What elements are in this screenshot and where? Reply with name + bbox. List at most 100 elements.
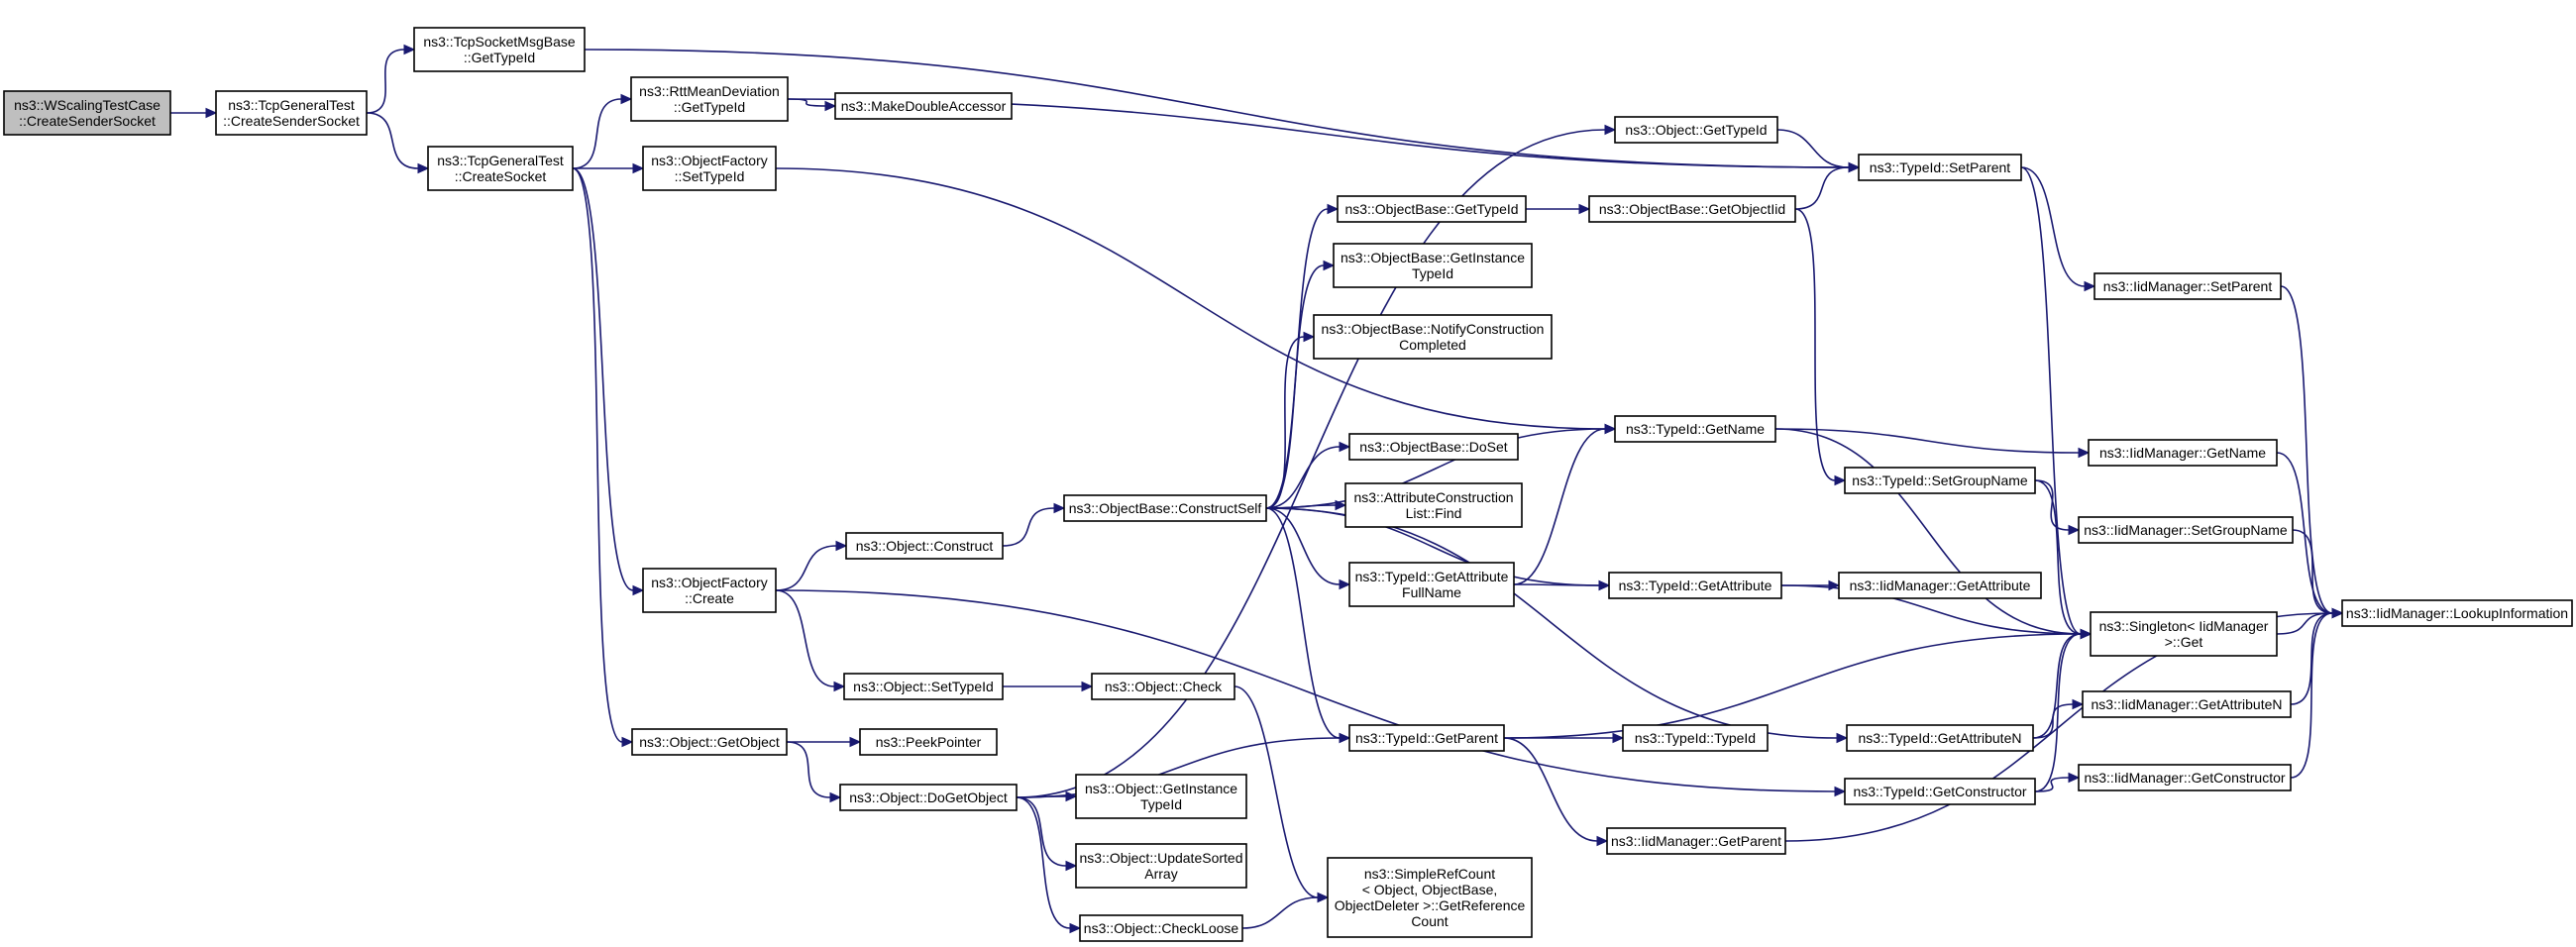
node-tcpgen-cs[interactable]: ns3::TcpGeneralTest::CreateSocket: [427, 146, 574, 191]
edge-line: [2276, 612, 2333, 635]
node-objfac-settid[interactable]: ns3::ObjectFactory::SetTypeId: [642, 146, 777, 191]
edge-line: [1265, 336, 1305, 509]
edge-objfac-create-to-obj-construct: [775, 540, 848, 591]
edge-tid-getname-to-iidm-getname: [1774, 428, 2091, 459]
node-iidm-lookup[interactable]: ns3::IidManager::LookupInformation: [2341, 599, 2573, 627]
arrowhead: [1604, 124, 1617, 136]
node-label-line: TypeId: [1412, 265, 1453, 281]
node-box: [1622, 724, 1769, 752]
edge-objbase-getobjiid-to-tid-setgroup: [1794, 208, 1847, 486]
node-tid-getattrn[interactable]: ns3::TypeId::GetAttributeN: [1846, 724, 2034, 752]
node-objbase-notify[interactable]: ns3::ObjectBase::NotifyConstructionCompl…: [1313, 314, 1553, 360]
edge-iidm-setgroup-to-iidm-lookup: [2292, 529, 2344, 619]
node-box: [1858, 154, 2022, 181]
node-objbase-gettid[interactable]: ns3::ObjectBase::GetTypeId: [1337, 195, 1527, 223]
node-objbase-getobjiid[interactable]: ns3::ObjectBase::GetObjectIid: [1588, 195, 1796, 223]
node-makedouble[interactable]: ns3::MakeDoubleAccessor: [834, 92, 1013, 120]
node-objbase-doset[interactable]: ns3::ObjectBase::DoSet: [1348, 433, 1519, 461]
node-tid-getname[interactable]: ns3::TypeId::GetName: [1614, 415, 1776, 443]
arrowhead: [833, 681, 846, 692]
edge-line: [1265, 507, 1341, 585]
node-obj-dogetobject[interactable]: ns3::Object::DoGetObject: [839, 784, 1018, 811]
node-objfac-create[interactable]: ns3::ObjectFactory::Create: [642, 568, 777, 613]
node-tcpgen-css[interactable]: ns3::TcpGeneralTest::CreateSenderSocket: [215, 90, 368, 136]
edge-objbase-cs-to-objbase-getinst: [1265, 260, 1336, 509]
node-tcpsockmsg[interactable]: ns3::TcpSocketMsgBase::GetTypeId: [413, 27, 586, 72]
node-iidm-setgroup[interactable]: ns3::IidManager::SetGroupName: [2078, 516, 2294, 544]
node-peekpointer[interactable]: ns3::PeekPointer: [859, 728, 998, 756]
edge-line: [775, 167, 1606, 430]
node-label-line: Count: [1411, 913, 1448, 929]
node-obj-gettid[interactable]: ns3::Object::GetTypeId: [1614, 116, 1778, 144]
node-tid-setgroup[interactable]: ns3::TypeId::SetGroupName: [1844, 467, 2036, 494]
edge-tcpgen-cs-to-objfac-settid: [573, 162, 645, 174]
node-iidm-setparent[interactable]: ns3::IidManager::SetParent: [2093, 272, 2282, 300]
node-label-line: ns3::TcpSocketMsgBase: [423, 34, 576, 50]
node-box: [1348, 433, 1519, 461]
node-iidm-getparent[interactable]: ns3::IidManager::GetParent: [1606, 827, 1786, 855]
node-label-line: ns3::TypeId::GetAttributeN: [1859, 730, 2022, 746]
node-box: [843, 673, 1004, 700]
node-obj-check[interactable]: ns3::Object::Check: [1091, 673, 1235, 700]
node-box: [1344, 482, 1523, 528]
arrowhead: [849, 736, 862, 748]
node-label-line: ns3::ObjectBase::NotifyConstruction: [1322, 321, 1545, 337]
node-label-line: ns3::SimpleRefCount: [1364, 866, 1495, 882]
node-label-line: ns3::Object::GetObject: [639, 734, 780, 750]
arrowhead: [1317, 892, 1330, 903]
node-label-line: ObjectDeleter >::GetReference: [1335, 897, 1526, 913]
edge-objbase-gettid-to-objbase-getobjiid: [1525, 203, 1591, 215]
node-label-line: ns3::WScalingTestCase: [14, 97, 161, 113]
node-label-line: ::CreateSocket: [455, 168, 547, 184]
node-obj-settid[interactable]: ns3::Object::SetTypeId: [843, 673, 1004, 700]
node-tid-setparent[interactable]: ns3::TypeId::SetParent: [1858, 154, 2022, 181]
edge-rttmean-to-makedouble: [787, 98, 837, 112]
node-rttmean[interactable]: ns3::RttMeanDeviation::GetTypeId: [630, 76, 789, 122]
node-wscaling[interactable]: ns3::WScalingTestCase::CreateSenderSocke…: [3, 90, 171, 136]
edge-objbase-cs-to-tid-getattrn: [1265, 507, 1849, 744]
arrowhead: [2078, 447, 2091, 459]
node-obj-checkloose[interactable]: ns3::Object::CheckLoose: [1079, 914, 1243, 942]
edge-line: [2020, 166, 2082, 635]
node-iidm-getattr[interactable]: ns3::IidManager::GetAttribute: [1838, 572, 2042, 599]
arrowhead: [1598, 579, 1611, 591]
edge-line: [2034, 479, 2070, 531]
node-label-line: ns3::ObjectBase::GetInstance: [1341, 250, 1525, 265]
node-tid-getparent[interactable]: ns3::TypeId::GetParent: [1348, 724, 1505, 752]
node-label-line: ns3::TypeId::GetName: [1626, 421, 1765, 437]
node-simplerefcount[interactable]: ns3::SimpleRefCount< Object, ObjectBase,…: [1327, 857, 1533, 938]
arrowhead: [1053, 502, 1066, 514]
node-singleton-get[interactable]: ns3::Singleton< IidManager >::Get: [2090, 611, 2278, 657]
edge-line: [1241, 896, 1319, 929]
node-box: [1614, 116, 1778, 144]
node-label-line: ns3::AttributeConstruction: [1353, 489, 1513, 505]
node-box: [413, 27, 586, 72]
node-box: [630, 76, 789, 122]
node-tid-typeid[interactable]: ns3::TypeId::TypeId: [1622, 724, 1769, 752]
edge-line: [584, 49, 1850, 168]
node-label-line: ::Create: [685, 590, 734, 606]
node-box: [1337, 195, 1527, 223]
arrowhead: [2084, 280, 2096, 292]
node-obj-getobject[interactable]: ns3::Object::GetObject: [631, 728, 788, 756]
node-tid-getattr[interactable]: ns3::TypeId::GetAttribute: [1608, 572, 1782, 599]
node-iidm-getattrn[interactable]: ns3::IidManager::GetAttributeN: [2082, 690, 2292, 718]
node-label-line: ns3::IidManager::LookupInformation: [2346, 605, 2568, 621]
edge-line: [786, 741, 831, 798]
node-iidm-getctor[interactable]: ns3::IidManager::GetConstructor: [2078, 764, 2292, 791]
edge-tcpgen-css-to-tcpgen-cs: [366, 112, 430, 174]
node-label-line: ns3::ObjectBase::GetObjectIid: [1599, 201, 1785, 217]
node-label-line: ns3::ObjectBase::GetTypeId: [1344, 201, 1518, 217]
edge-tcpgen-cs-to-objfac-create: [572, 167, 645, 596]
node-obj-construct[interactable]: ns3::Object::Construct: [845, 532, 1004, 560]
node-iidm-getname[interactable]: ns3::IidManager::GetName: [2088, 439, 2278, 467]
node-tid-getctor[interactable]: ns3::TypeId::GetConstructor: [1844, 778, 2036, 805]
edge-tid-setparent-to-iidm-setparent: [2020, 166, 2096, 292]
node-objbase-cs[interactable]: ns3::ObjectBase::ConstructSelf: [1063, 494, 1267, 522]
